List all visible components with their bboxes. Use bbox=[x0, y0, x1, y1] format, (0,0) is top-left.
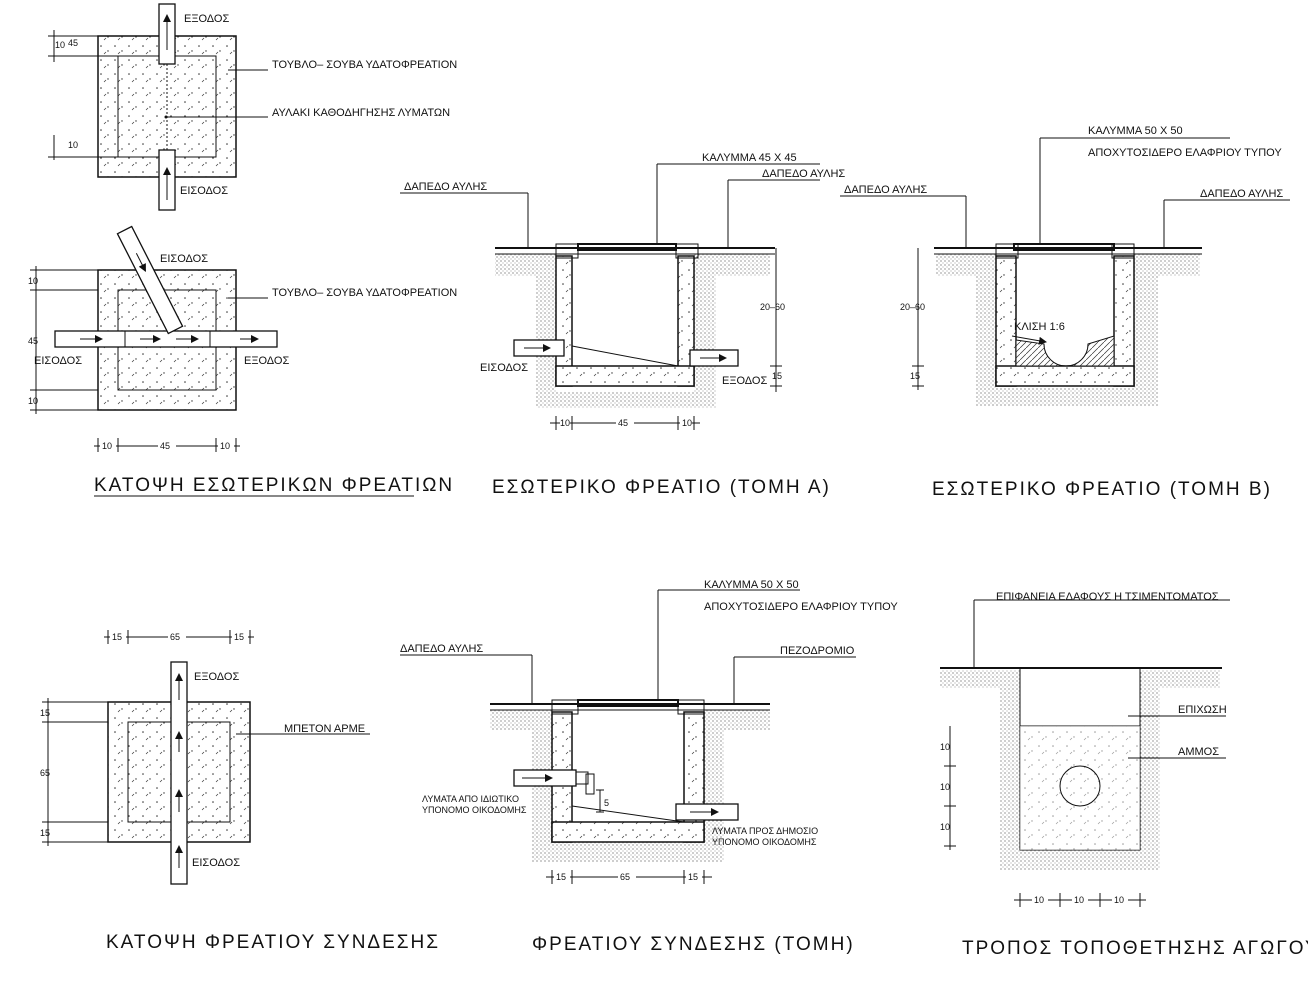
dim-15: 15 bbox=[688, 872, 698, 882]
backfill-label: ΕΠΙΧΩΣΗ bbox=[1178, 704, 1227, 716]
dim-10: 10 bbox=[28, 276, 38, 286]
dim-65: 65 bbox=[40, 768, 50, 778]
dim-10: 10 bbox=[220, 441, 230, 451]
exit-label: ΕΞΟΔΟΣ bbox=[722, 375, 767, 387]
dim-height: 20–60 bbox=[760, 302, 785, 312]
dim-10: 10 bbox=[560, 418, 570, 428]
exit-label: ΕΞΟΔΟΣ bbox=[184, 13, 229, 25]
benching bbox=[1015, 335, 1115, 367]
dim-10: 10 bbox=[1034, 895, 1044, 905]
entry-label: ΕΙΣΟΔΟΣ bbox=[160, 253, 208, 265]
floor-label: ΔΑΠΕΔΟ ΑΥΛΗΣ bbox=[844, 184, 927, 196]
dim-15: 15 bbox=[40, 828, 50, 838]
channel-slope bbox=[571, 805, 685, 823]
dim-height: 20–60 bbox=[900, 302, 925, 312]
dim-10: 10 bbox=[1114, 895, 1124, 905]
cover-label: ΚΑΛΥΜΜΑ 45 Χ 45 bbox=[702, 152, 797, 164]
dim-10: 10 bbox=[55, 40, 65, 50]
dim-10: 10 bbox=[940, 742, 950, 752]
manhole-base bbox=[551, 821, 705, 843]
side-entry-pipe bbox=[116, 225, 184, 335]
entry-label: ΕΙΣΟΔΟΣ bbox=[480, 362, 528, 374]
manhole-cover bbox=[577, 243, 677, 251]
through-pipe bbox=[170, 661, 188, 885]
drawing-title: ΚΑΤΟΨΗ ΦΡΕΑΤΙΟΥ ΣΥΝΔΕΣΗΣ bbox=[106, 932, 440, 953]
drawing-title: ΦΡΕΑΤΙΟΥ ΣΥΝΔΕΣΗΣ (ΤΟΜΗ) bbox=[532, 934, 855, 955]
manhole-base bbox=[555, 365, 695, 387]
dim-base: 15 bbox=[910, 371, 920, 381]
brick-label: ΤΟΥΒΛΟ– ΣΟΥΒΑ ΥΔΑΤΟΦΡΕΑΤΙΟΝ bbox=[272, 59, 457, 71]
manhole-cover bbox=[577, 699, 679, 707]
dim-45: 45 bbox=[618, 418, 628, 428]
sand-label: ΑΜΜΟΣ bbox=[1178, 746, 1219, 758]
pipe-laying: ΕΠΙΦΑΝΕΙΑ ΕΔΑΦΟΥΣ Η ΤΣΙΜΕΝΤΟΜΑΤΟΣ ΕΠΙΧΩΣ… bbox=[940, 591, 1308, 959]
channel-slope bbox=[571, 345, 679, 367]
dim-10: 10 bbox=[940, 782, 950, 792]
entry-label: ΕΙΣΟΔΟΣ bbox=[192, 857, 240, 869]
ground-soil bbox=[495, 254, 770, 408]
dim-10: 10 bbox=[28, 396, 38, 406]
dim-10: 10 bbox=[940, 822, 950, 832]
drawing-title: ΕΣΩΤΕΡΙΚΟ ΦΡΕΑΤΙΟ (ΤΟΜΗ Α) bbox=[492, 477, 831, 498]
channel-label: ΑΥΛΑΚΙ ΚΑΘΟΔΗΓΗΣΗΣ ΛΥΜΑΤΩΝ bbox=[272, 107, 450, 119]
dim-45: 45 bbox=[160, 441, 170, 451]
cover-material-label: ΑΠΟΧΥΤΟΣΙΔΕΡΟ ΕΛΑΦΡΙΟΥ ΤΥΠΟΥ bbox=[704, 601, 898, 613]
drawing-title: ΚΑΤΟΨΗ ΕΣΩΤΕΡΙΚΩΝ ΦΡΕΑΤΙΩΝ bbox=[94, 475, 454, 496]
cover-material-label: ΑΠΟΧΥΤΟΣΙΔΕΡΟ ΕΛΑΦΡΙΟΥ ΤΥΠΟΥ bbox=[1088, 147, 1282, 159]
dim-10: 10 bbox=[68, 140, 78, 150]
plan-connection: ΕΞΟΔΟΣ ΜΠΕΤΟΝ ΑΡΜΕ ΕΙΣΟΔΟΣ 15 65 15 15 6… bbox=[40, 630, 440, 953]
cover-label: ΚΑΛΥΜΜΑ 50 Χ 50 bbox=[1088, 125, 1183, 137]
pipe-section bbox=[1059, 765, 1101, 807]
exit-label: ΕΞΟΔΟΣ bbox=[194, 671, 239, 683]
public-sewer-label: ΥΠΟΝΟΜΟ ΟΙΚΟΔΟΜΗΣ bbox=[712, 837, 817, 847]
floor-label: ΔΑΠΕΔΟ ΑΥΛΗΣ bbox=[404, 181, 487, 193]
sidewalk-label: ΠΕΖΟΔΡΟΜΙΟ bbox=[780, 645, 855, 657]
dim-base: 15 bbox=[772, 371, 782, 381]
dim-45: 45 bbox=[68, 38, 78, 48]
entry-label: ΕΙΣΟΔΟΣ bbox=[180, 185, 228, 197]
section-connection: 5 ΚΑΛΥΜΜΑ 50 Χ 50 ΑΠΟΧΥΤΟΣΙΔΕΡΟ ΕΛΑΦΡΙΟΥ… bbox=[400, 579, 898, 955]
dim-45: 45 bbox=[28, 336, 38, 346]
floor-label: ΔΑΠΕΔΟ ΑΥΛΗΣ bbox=[1200, 188, 1283, 200]
dim-65: 65 bbox=[620, 872, 630, 882]
private-sewer-label: ΛΥΜΑΤΑ ΑΠΟ ΙΔΙΩΤΙΚΟ bbox=[422, 794, 519, 804]
floor-label: ΔΑΠΕΔΟ ΑΥΛΗΣ bbox=[762, 168, 845, 180]
section-a: ΚΑΛΥΜΜΑ 45 Χ 45 ΔΑΠΕΔΟ ΑΥΛΗΣ ΔΑΠΕΔΟ ΑΥΛΗ… bbox=[400, 152, 845, 498]
dim-15: 15 bbox=[112, 632, 122, 642]
manhole-cover bbox=[1013, 243, 1115, 251]
surface-label: ΕΠΙΦΑΝΕΙΑ ΕΔΑΦΟΥΣ Η ΤΣΙΜΕΝΤΟΜΑΤΟΣ bbox=[996, 591, 1219, 603]
dim-65: 65 bbox=[170, 632, 180, 642]
dim-10: 10 bbox=[102, 441, 112, 451]
exit-label: ΕΞΟΔΟΣ bbox=[244, 355, 289, 367]
concrete-label: ΜΠΕΤΟΝ ΑΡΜΕ bbox=[284, 723, 365, 735]
drawing-title: ΕΣΩΤΕΡΙΚΟ ΦΡΕΑΤΙΟ (ΤΟΜΗ Β) bbox=[932, 479, 1272, 500]
plan-internal-bottom: ΕΙΣΟΔΟΣ ΤΟΥΒΛΟ– ΣΟΥΒΑ ΥΔΑΤΟΦΡΕΑΤΙΟΝ ΕΙΣΟ… bbox=[28, 225, 457, 497]
private-sewer-label: ΥΠΟΝΟΜΟ ΟΙΚΟΔΟΜΗΣ bbox=[422, 805, 527, 815]
main-pipe bbox=[54, 330, 278, 348]
dim-drop: 5 bbox=[604, 798, 609, 808]
dim-15: 15 bbox=[40, 708, 50, 718]
drawing-title: ΤΡΟΠΟΣ ΤΟΠΟΘΕΤΗΣΗΣ ΑΓΩΓΟΥ bbox=[962, 938, 1308, 959]
public-sewer-label: ΛΥΜΑΤΑ ΠΡΟΣ ΔΗΜΟΣΙΟ bbox=[712, 826, 818, 836]
entry-label: ΕΙΣΟΔΟΣ bbox=[34, 355, 82, 367]
dim-10: 10 bbox=[1074, 895, 1084, 905]
dim-15: 15 bbox=[234, 632, 244, 642]
plan-internal-top: ΕΞΟΔΟΣ ΤΟΥΒΛΟ– ΣΟΥΒΑ ΥΔΑΤΟΦΡΕΑΤΙΟΝ ΑΥΛΑΚ… bbox=[48, 3, 457, 211]
dim-15: 15 bbox=[556, 872, 566, 882]
dim-10: 10 bbox=[682, 418, 692, 428]
brick-label: ΤΟΥΒΛΟ– ΣΟΥΒΑ ΥΔΑΤΟΦΡΕΑΤΙΟΝ bbox=[272, 287, 457, 299]
trench-soil bbox=[940, 670, 1220, 870]
slope-label: ΚΛΙΣΗ 1:6 bbox=[1014, 321, 1065, 333]
floor-label: ΔΑΠΕΔΟ ΑΥΛΗΣ bbox=[400, 643, 483, 655]
section-b: ΚΑΛΥΜΜΑ 50 Χ 50 ΑΠΟΧΥΤΟΣΙΔΕΡΟ ΕΛΑΦΡΙΟΥ Τ… bbox=[840, 125, 1290, 500]
cover-label: ΚΑΛΥΜΜΑ 50 Χ 50 bbox=[704, 579, 799, 591]
manhole-base bbox=[995, 365, 1135, 387]
